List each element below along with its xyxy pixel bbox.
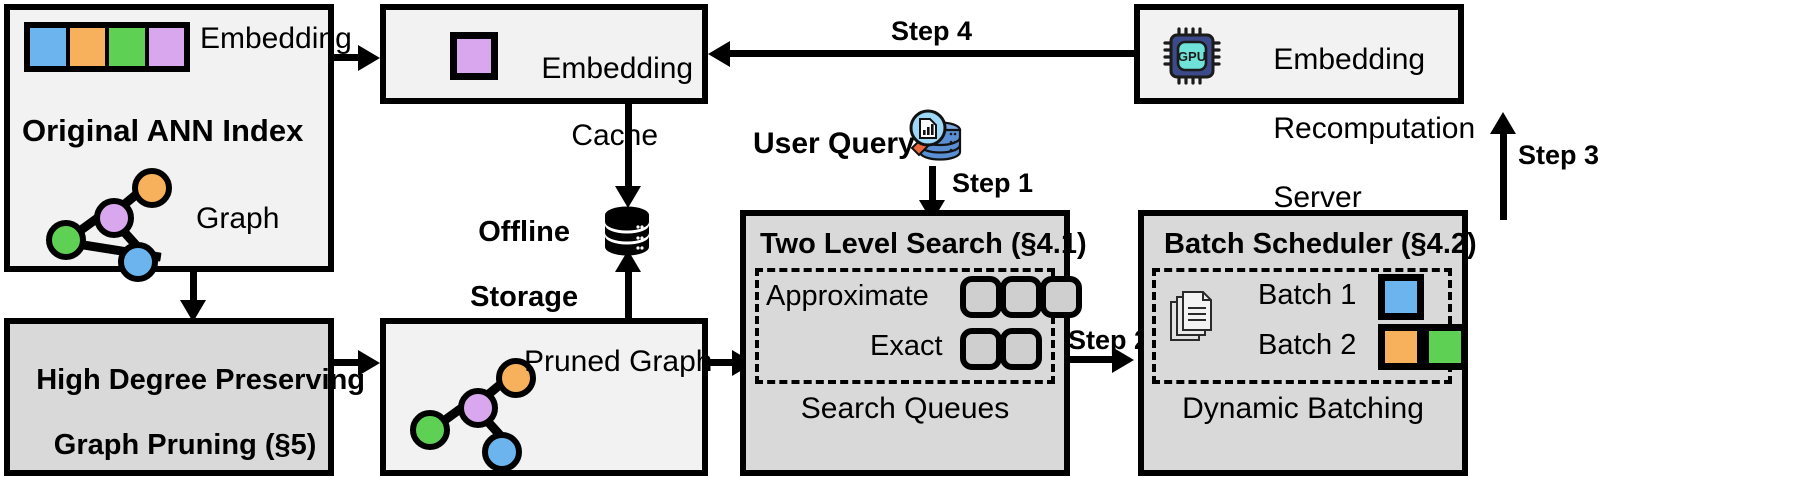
recomputation-server-line3: Server (1273, 180, 1362, 214)
recomputation-server-line1: Embedding (1273, 42, 1426, 76)
embedding-cache-title: Embedding Cache (508, 18, 693, 186)
search-queue-slot (960, 276, 1002, 318)
embedding-label: Embedding (200, 22, 352, 55)
arrow-pruning-to-pruned-head (358, 350, 380, 376)
step-3-label: Step 3 (1518, 140, 1600, 170)
step-4-label: Step 4 (891, 16, 973, 46)
batch-2-label: Batch 2 (1258, 329, 1357, 361)
batch-1-label: Batch 1 (1258, 279, 1357, 311)
arrow-cache-to-storage-head (615, 186, 641, 208)
embedding-swatch-purple (148, 28, 184, 66)
embedding-cache-line2: Cache (571, 118, 659, 152)
recomputation-server-line2: Recomputation (1273, 111, 1476, 145)
search-row-approximate-label: Approximate (766, 280, 929, 312)
graph-label: Graph (196, 202, 280, 235)
user-query-label: User Query (753, 127, 915, 160)
offline-storage-line2: Storage (470, 281, 579, 314)
search-queues-dashed-region (755, 268, 1055, 384)
embedding-swatch-strip (24, 22, 190, 72)
documents-stack-icon (1168, 288, 1214, 346)
search-queue-slot (1000, 328, 1042, 370)
embedding-swatch-green (109, 28, 149, 66)
arrow-index-to-pruning-head (180, 300, 206, 322)
batch-2-swatch-orange (1378, 324, 1424, 370)
block-embedding-cache (380, 4, 708, 104)
arrow-pruned-to-search-line (708, 359, 740, 366)
block-recomputation-server (1134, 4, 1464, 104)
arrow-step3-line (1500, 130, 1507, 220)
recomputation-server-title: Embedding Recomputation Server (1240, 8, 1475, 250)
two-level-search-title: Two Level Search (§4.1) (760, 228, 1087, 260)
graph-node-orange (132, 168, 172, 208)
graph-node-green (410, 410, 450, 450)
graph-pruning-line2: Graph Pruning (§5) (53, 429, 317, 462)
graph-node-blue (118, 242, 158, 282)
graph-node-purple (94, 198, 134, 238)
batch-2-swatch-green (1422, 324, 1468, 370)
graph-node-blue (482, 432, 522, 472)
original-ann-index-title: Original ANN Index (22, 113, 304, 148)
arrow-step1-line (929, 166, 936, 208)
pruned-graph-figure (404, 358, 536, 472)
step-2-label: Step 2 (1068, 325, 1150, 355)
search-queue-slot (1000, 276, 1042, 318)
database-icon (604, 206, 650, 256)
arrow-index-to-cache-head (358, 45, 380, 71)
graph-node-green (46, 220, 86, 260)
query-search-database-icon (906, 108, 964, 166)
search-queue-slot (960, 328, 1002, 370)
gpu-chip-icon: GPU (1163, 27, 1221, 85)
offline-storage-label: Offline Storage (418, 184, 598, 346)
embedding-cache-swatch (450, 32, 498, 80)
search-queues-caption: Search Queues (800, 392, 1010, 425)
svg-text:GPU: GPU (1178, 49, 1206, 64)
arrow-step3-head (1490, 112, 1516, 134)
graph-pruning-title: High Degree Preserving Graph Pruning (§5… (4, 332, 365, 481)
arrow-cache-to-storage-line (625, 104, 632, 194)
original-index-graph (40, 168, 172, 282)
graph-pruning-line1: High Degree Preserving (36, 364, 366, 397)
arrow-step2-head (1112, 347, 1134, 373)
arrow-index-to-pruning-line (190, 272, 197, 308)
arrow-step2-line (1070, 356, 1120, 363)
block-graph-pruning (4, 318, 334, 476)
graph-node-purple (458, 388, 498, 428)
offline-storage-line1: Offline (478, 216, 571, 249)
arrow-pruned-to-storage-head (615, 250, 641, 272)
arrow-pruned-to-storage-line (625, 268, 632, 320)
batch-scheduler-title: Batch Scheduler (§4.2) (1164, 228, 1477, 260)
dynamic-batching-caption: Dynamic Batching (1182, 392, 1424, 425)
embedding-swatch-blue (30, 28, 70, 66)
arrow-step4-head (708, 41, 730, 67)
embedding-swatch-orange (69, 28, 109, 66)
arrow-step4-line (724, 50, 1134, 57)
batch-1-swatch-blue (1378, 274, 1424, 320)
arrow-index-to-cache-line (334, 54, 366, 61)
pruned-graph-label: Pruned Graph (524, 345, 713, 378)
search-queue-slot (1040, 276, 1082, 318)
embedding-cache-line1: Embedding (541, 51, 694, 85)
search-row-exact-label: Exact (870, 330, 943, 362)
block-pruned-graph (380, 318, 708, 476)
step-1-label: Step 1 (952, 168, 1034, 198)
arrow-pruning-to-pruned-line (334, 359, 366, 366)
graph-node-orange (496, 358, 536, 398)
